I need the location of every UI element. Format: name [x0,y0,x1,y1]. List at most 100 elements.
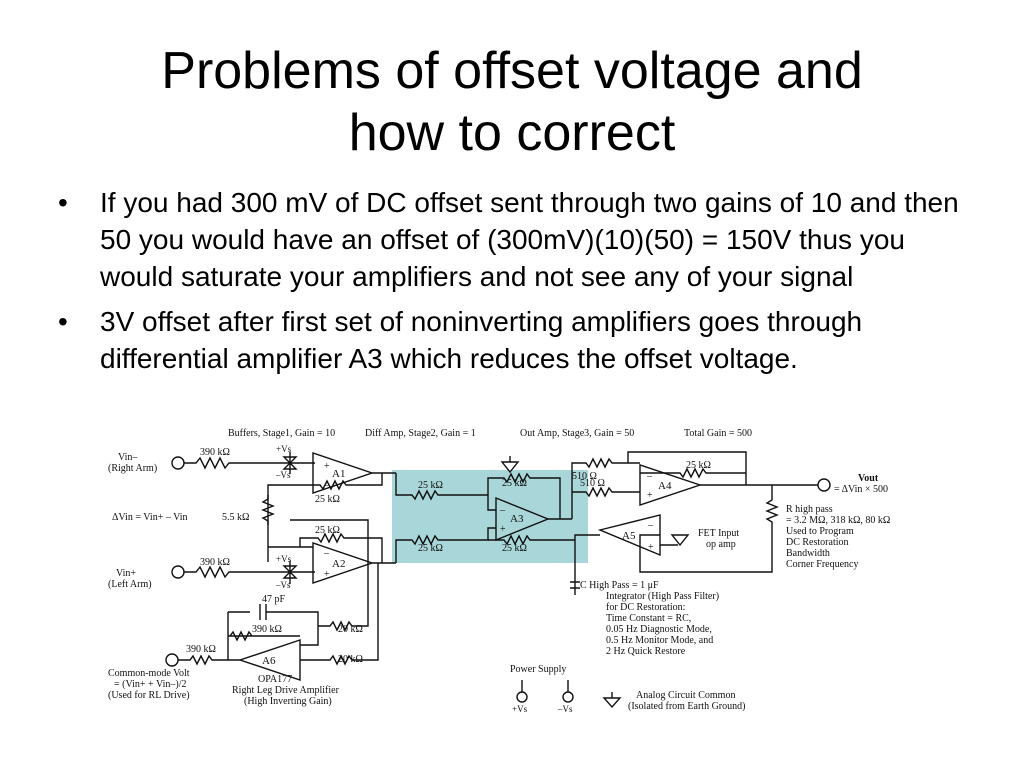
r5k5-label: 5.5 kΩ [222,512,249,523]
resistor-rhp [639,485,779,573]
resistor-390k-top [184,456,315,470]
diode-pair-bottom [282,561,298,584]
op-amp-a5 [597,514,661,557]
a2-feedback [268,532,383,563]
a1-minus: – [323,480,330,491]
stage3-label: Out Amp, Stage3, Gain = 50 [520,428,634,439]
vout-equation: = ΔVin × 500 [834,484,888,495]
vin-minus-terminal [171,456,185,470]
analog-ground-icon [602,692,622,709]
stage2-label: Diff Amp, Stage2, Gain = 1 [365,428,476,439]
vin-plus-label: Vin+ [116,568,136,579]
cm-terminal [165,653,179,667]
bullet-list: • If you had 300 mV of DC offset sent thr… [58,184,968,385]
rhp-line: = 3.2 MΩ, 318 kΩ, 80 kΩ [786,515,890,526]
title-line-2: how to correct [348,104,676,162]
a2-label: A2 [332,558,345,570]
r20k-top-label: 20 kΩ [338,624,363,635]
r390k-bottom-label: 390 kΩ [200,557,230,568]
chp-line: for DC Restoration: [606,602,685,613]
chp-line: C High Pass = 1 μF [580,580,659,591]
a1-feedback [267,473,383,547]
fet-line: FET Input [698,528,739,539]
bullet-icon: • [58,306,68,337]
r390k-cm-label: 390 kΩ [186,644,216,655]
a5-wiring [574,534,690,580]
a3-label: A3 [510,513,524,525]
resistor-390k-bottom [184,565,315,579]
a4-plus: + [647,490,653,501]
resistor-25k-a4 [640,467,746,479]
diode-pair-top [282,452,298,474]
vin-plus-terminal [171,565,185,579]
resistor-5k5 [261,495,275,525]
a1-plus: + [324,461,330,472]
a4-minus: – [646,471,653,482]
opa177-label: OPA177 [258,674,292,685]
chp-line: 0.5 Hz Monitor Mode, and [606,635,713,646]
vs-plus-icon [516,691,528,703]
bullet-text: If you had 300 mV of DC offset sent thro… [100,187,959,292]
a5-plus: + [648,542,654,553]
chp-line: 2 Hz Quick Restore [606,646,686,657]
bullet-item: • If you had 300 mV of DC offset sent thr… [58,184,968,295]
resistor-20k-bottom [300,563,379,666]
resistor-390k-cm [178,654,225,666]
a4-feedback [627,451,818,486]
r510-a-label: 510 Ω [572,471,597,482]
cm-line: (Used for RL Drive) [108,690,190,701]
right-arm-label: (Right Arm) [108,463,157,474]
op-amp-a2 [312,542,375,584]
vout-terminal [817,478,831,492]
total-gain-label: Total Gain = 500 [684,428,752,439]
a5-label: A5 [622,530,636,542]
chp-line: 0.05 Hz Diagnostic Mode, [606,624,712,635]
rld-line: Right Leg Drive Amplifier [232,685,340,696]
resistor-390k-rl [228,630,300,642]
ps-plus-label: +Vs [512,704,528,714]
rld-line: (High Inverting Gain) [244,696,332,707]
rhp-line: Bandwidth [786,548,830,559]
r390k-rl-label: 390 kΩ [252,624,282,635]
resistor-510-b [572,486,640,498]
minus-vs-label: –Vs [275,470,291,480]
left-arm-label: (Left Arm) [108,579,152,590]
a3-plus: + [500,524,506,535]
diff-amp-highlight [392,470,588,563]
ground-icon [500,456,520,474]
bullet-icon: • [58,187,68,218]
title-line-1: Problems of offset voltage and [161,42,863,100]
a4-label: A4 [658,480,672,492]
r25k-a4-label: 25 kΩ [686,460,711,471]
cm-line: Common-mode Volt [108,668,190,679]
op-amp-a3 [495,496,550,542]
r390k-top-label: 390 kΩ [200,447,230,458]
r25k-label: 25 kΩ [502,478,527,489]
vin-minus-label: Vin– [118,452,138,463]
cm-line: = (Vin+ + Vin–)/2 [114,679,186,690]
rhp-line: Corner Frequency [786,559,858,570]
power-supply-label: Power Supply [510,664,566,675]
resistor-510-a [571,457,640,519]
bullet-text: 3V offset after first set of noninvertin… [100,306,863,374]
gnd-line: (Isolated from Earth Ground) [628,701,745,712]
vs-minus-icon [562,691,574,703]
r25k-a1-label: 25 kΩ [315,494,340,505]
a2-plus: + [324,569,330,580]
op-amp-a6 [237,639,301,681]
minus-vs-label: –Vs [275,580,291,590]
a3-minus: – [499,505,506,516]
chp-line: Time Constant = RC, [606,613,691,624]
slide-title: Problems of offset voltage and how to co… [0,40,1024,164]
fet-line: op amp [706,539,736,550]
r25k-a2-label: 25 kΩ [315,525,340,536]
a5-minus: – [647,520,654,531]
c47p-label: 47 pF [262,594,286,605]
vout-label: Vout [858,473,879,484]
r510-b-label: 510 Ω [580,478,605,489]
r25k-label: 25 kΩ [502,543,527,554]
capacitor-high-pass [570,580,580,595]
ps-minus-label: –Vs [557,704,573,714]
a3-ref-resistor [488,534,575,546]
plus-vs-label: +Vs [276,444,292,454]
